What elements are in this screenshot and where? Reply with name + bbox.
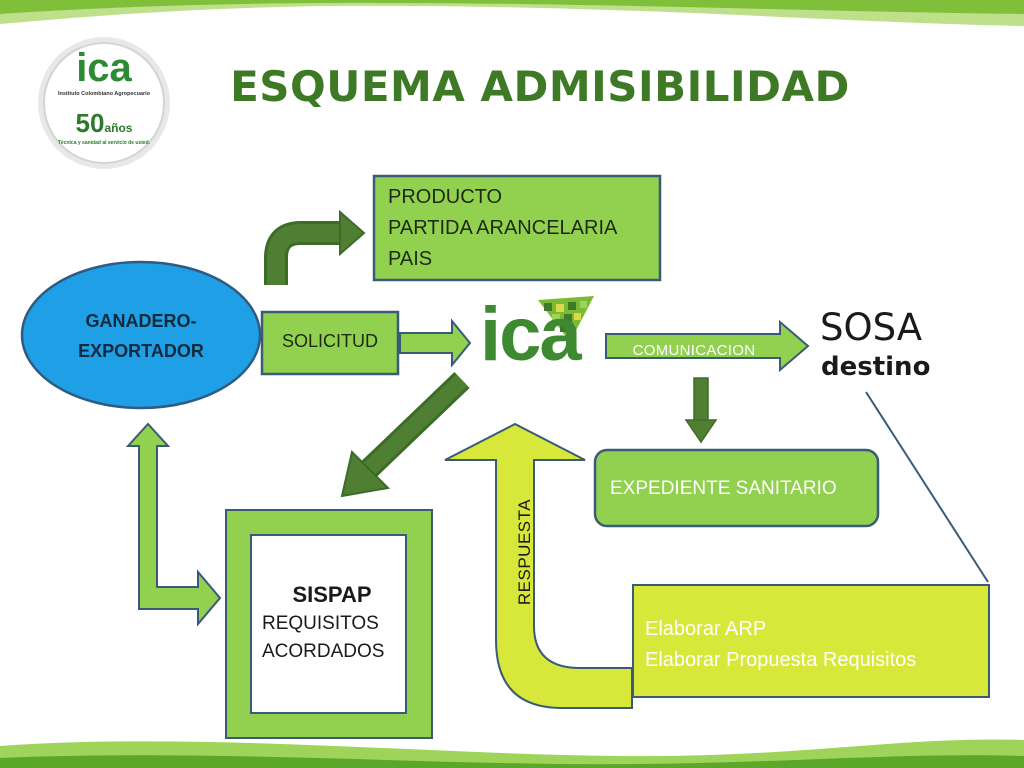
arrow-to-sispap	[340, 372, 470, 498]
ganadero-text: GANADERO- EXPORTADOR	[28, 306, 254, 366]
ganadero-line-1: GANADERO-	[85, 311, 197, 331]
sispap-line-1: REQUISITOS	[262, 613, 379, 634]
sispap-line-2: ACORDADOS	[262, 641, 385, 662]
solicitud-label: SOLICITUD	[281, 331, 378, 351]
destino-label: destino	[821, 352, 931, 382]
elaborar-arp-line: Elaborar ARP	[645, 618, 767, 640]
elaborar-propuesta-line: Elaborar Propuesta Requisitos	[645, 649, 917, 671]
elaborar-text: Elaborar ARP Elaborar Propuesta Requisit…	[645, 614, 916, 676]
logo-tagline: Técnica y sanidad al servicio de usted.	[57, 140, 151, 146]
producto-box	[372, 174, 662, 282]
respuesta-arrow	[444, 422, 633, 709]
partida-line: PARTIDA ARANCELARIA	[388, 217, 618, 239]
ganadero-exportador-oval	[20, 260, 262, 410]
page-title: ESQUEMA ADMISIBILIDAD	[230, 62, 850, 111]
top-swoosh-dark	[0, 0, 1024, 14]
respuesta-label: RESPUESTA	[515, 498, 534, 606]
solicitud-box	[260, 310, 400, 376]
pais-line: PAIS	[388, 248, 433, 270]
elaborar-box	[632, 584, 990, 698]
arrow-to-producto	[264, 209, 366, 285]
sispap-inner-box	[250, 534, 407, 714]
comunicacion-arrow	[605, 319, 810, 373]
connector-line	[865, 391, 989, 583]
sispap-text: SISPAP REQUISITOS ACORDADOS	[262, 580, 402, 666]
bottom-swoosh-light	[0, 755, 1024, 768]
logo-anniversary-word: años	[104, 121, 133, 135]
expediente-sanitario-box	[593, 448, 880, 528]
logo-ica-text: ica	[76, 46, 132, 90]
center-ica-logo: ica	[480, 292, 582, 377]
ganadero-line-2: EXPORTADOR	[78, 341, 204, 361]
logo-anniversary: 50años	[62, 108, 146, 139]
sosa-label: SOSA	[820, 306, 923, 349]
arrow-to-expediente	[684, 377, 718, 444]
ganadero-sispap-arrow	[125, 422, 222, 627]
sispap-title: SISPAP	[292, 582, 372, 607]
ica-mosaic-icon	[538, 296, 594, 342]
logo-subtitle: Instituto Colombiano Agropecuario	[57, 91, 151, 97]
expediente-label: EXPEDIENTE SANITARIO	[610, 478, 837, 499]
logo-anniversary-number: 50	[75, 108, 105, 138]
producto-text: PRODUCTO PARTIDA ARANCELARIA PAIS	[388, 182, 617, 275]
ica-logo-badge	[38, 37, 170, 169]
comunicacion-label: COMUNICACION	[632, 342, 756, 359]
solicitud-arrow	[399, 318, 472, 368]
producto-line: PRODUCTO	[388, 186, 503, 208]
